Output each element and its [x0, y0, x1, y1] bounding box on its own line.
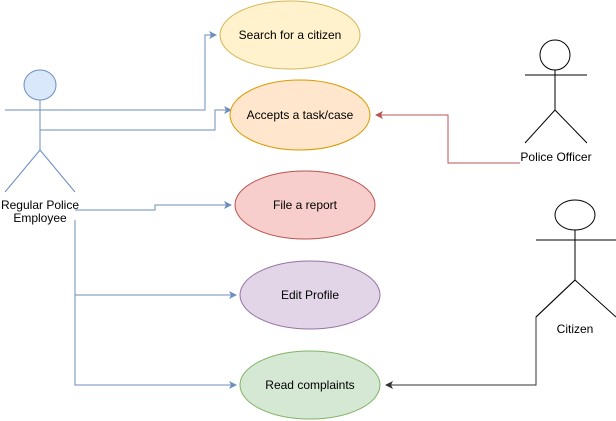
connector-employee-profile — [74, 220, 237, 299]
connector-employee-report — [75, 201, 232, 211]
actor-officer-figure[interactable] — [524, 39, 588, 144]
actor-employee-label: Regular Police Employee — [0, 199, 80, 225]
actor-employee-label-line2: Employee — [13, 211, 67, 225]
use-case-accept-ellipse[interactable] — [229, 79, 371, 151]
connector-employee-complaints — [74, 295, 237, 389]
actor-employee-label-line1: Regular Police — [0, 198, 80, 212]
use-case-search-ellipse[interactable] — [219, 0, 361, 70]
actor-officer-label: Police Officer — [520, 150, 592, 164]
use-case-report-label: File a report — [272, 197, 338, 212]
actor-employee-figure[interactable] — [4, 69, 76, 193]
actor-citizen-label: Citizen — [556, 322, 594, 336]
use-case-profile-label: Edit Profile — [280, 287, 340, 302]
use-case-profile-ellipse[interactable] — [239, 260, 381, 330]
use-case-report-ellipse[interactable] — [234, 170, 376, 240]
connector-employee-accept — [40, 106, 232, 131]
actor-citizen-figure[interactable] — [535, 199, 616, 318]
use-case-complaints-label: Read complaints — [265, 377, 355, 392]
use-case-complaints-ellipse[interactable] — [239, 350, 381, 420]
use-case-search-label: Search for a citizen — [238, 27, 342, 42]
use-case-accept-label: Accepts a task/case — [246, 107, 354, 122]
connector-employee-search — [5, 31, 217, 111]
connector-officer-accept — [375, 111, 520, 164]
